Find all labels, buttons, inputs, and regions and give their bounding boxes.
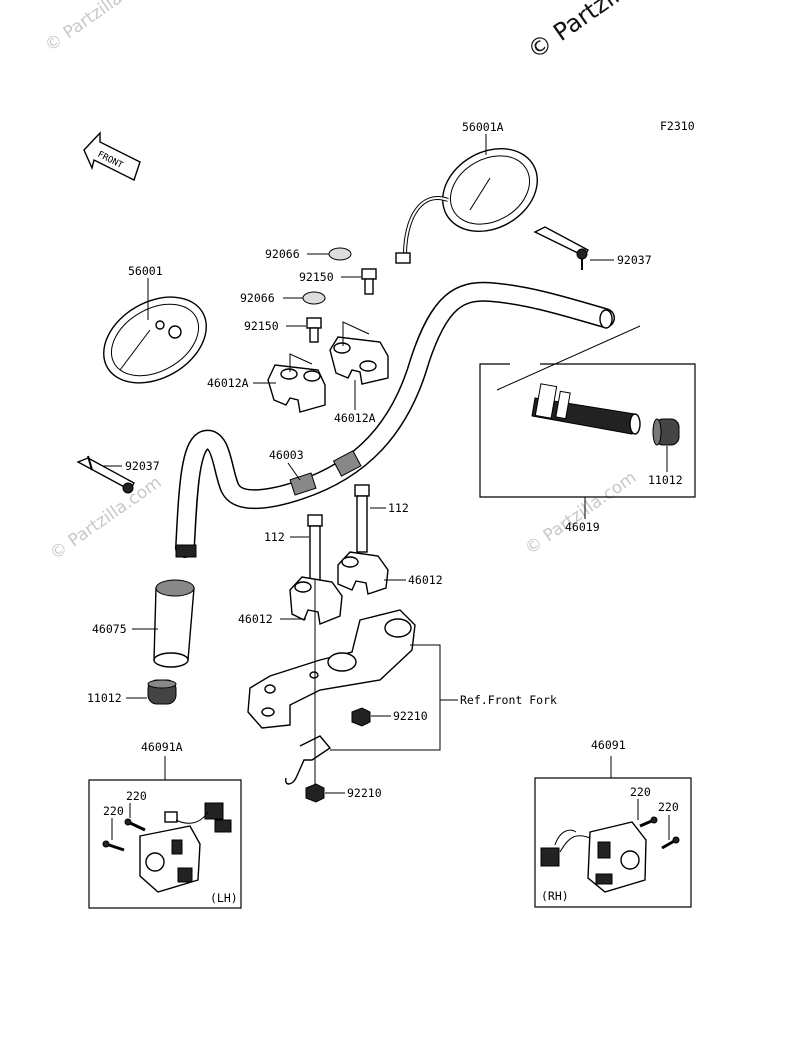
bolt-112-right [354, 484, 370, 553]
mirror-right [395, 147, 538, 264]
throttle-grip [531, 383, 641, 435]
label-switch-right: 46091 [591, 738, 626, 752]
figure-code: F2310 [660, 119, 695, 133]
screw-rh-a [639, 816, 658, 828]
holder-upper-right [329, 336, 389, 385]
screw-rh-b [661, 836, 680, 850]
holder-upper-left [267, 364, 326, 413]
label-grip-left: 46075 [92, 622, 127, 636]
label-cap-grip-left: 11012 [87, 691, 122, 705]
box-side-right: (RH) [541, 889, 569, 903]
label-mirror-left: 56001 [128, 264, 163, 278]
label-bolt-top: 92150 [299, 270, 334, 284]
label-screw-lh-a: 220 [126, 789, 147, 803]
grip-end-cap-left [147, 679, 177, 705]
screw-lh-a [124, 818, 146, 832]
bolt-top [361, 268, 377, 295]
bolt-112-left [307, 514, 323, 581]
nut-upper [351, 707, 371, 727]
holder-lower-left [289, 576, 343, 625]
watermark-mid-left: © Partzilla.com [46, 472, 165, 564]
wrench-left [76, 455, 135, 494]
reference-note: Ref.Front Fork [460, 693, 557, 707]
label-handlebar: 46003 [269, 448, 304, 462]
label-holder-upper-left: 46012A [207, 376, 249, 390]
switch-housing-left [139, 802, 232, 893]
label-cap-mid: 92066 [240, 291, 275, 305]
label-grip-assembly: 46019 [565, 520, 600, 534]
wrench-right [533, 226, 590, 270]
label-bolt-112-right: 112 [388, 501, 409, 515]
mirror-left [103, 296, 207, 384]
cap-top [328, 247, 352, 261]
label-bolt-112-left: 112 [264, 530, 285, 544]
label-screw-rh-b: 220 [658, 800, 679, 814]
nut-lower [305, 783, 325, 803]
label-screw-rh-a: 220 [630, 785, 651, 799]
label-screw-lh-b: 220 [103, 804, 124, 818]
label-mirror-right: 56001A [462, 120, 504, 134]
label-switch-left: 46091A [141, 740, 183, 754]
switch-box-right [534, 777, 692, 908]
screw-lh-b [102, 840, 125, 852]
watermark-mid-right: © Partzilla.com [521, 467, 640, 559]
holder-lower-right [337, 551, 389, 595]
cap-mid [302, 291, 326, 305]
cable-bracket [284, 735, 332, 785]
label-holder-lower-left: 46012 [238, 612, 273, 626]
label-holder-upper-right: 46012A [334, 411, 376, 425]
label-cap-grip-right: 11012 [648, 473, 683, 487]
upper-triple-clamp [247, 609, 416, 729]
box-side-left: (LH) [210, 891, 238, 905]
label-cap-top: 92066 [265, 247, 300, 261]
watermark-corner: © Partzilla [522, 0, 642, 65]
label-nut-upper: 92210 [393, 709, 428, 723]
handlebar [175, 281, 615, 558]
label-wrench-right: 92037 [617, 253, 652, 267]
label-nut-lower: 92210 [347, 786, 382, 800]
label-wrench-left: 92037 [125, 459, 160, 473]
grip-end-cap-right [652, 418, 680, 446]
label-bolt-mid: 92150 [244, 319, 279, 333]
label-holder-lower-right: 46012 [408, 573, 443, 587]
switch-housing-right [540, 821, 647, 893]
grip-assembly-box [479, 363, 696, 498]
front-arrow-icon: FRONT [83, 131, 141, 181]
watermark-top-left: © Partzilla.com [41, 0, 160, 56]
grip-left [153, 579, 195, 668]
bolt-mid [306, 317, 322, 343]
